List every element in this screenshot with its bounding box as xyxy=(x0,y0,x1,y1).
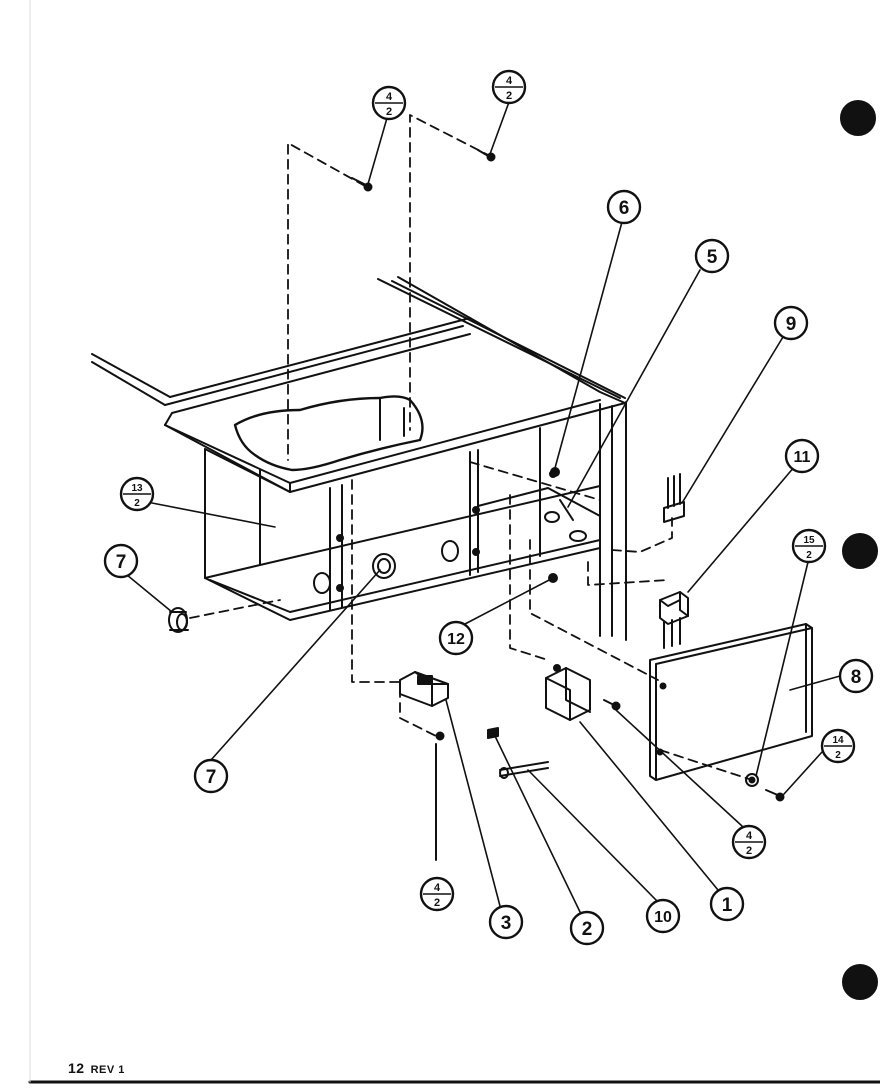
callout-numerator: 15 xyxy=(803,535,815,546)
callout-2: 2 xyxy=(569,910,605,946)
callout-3: 3 xyxy=(488,904,524,940)
callout-denominator: 2 xyxy=(134,498,140,509)
callout-11: 11 xyxy=(784,438,820,474)
rod-part-10 xyxy=(499,761,549,779)
callout-5: 5 xyxy=(694,238,730,274)
washer-part-15 xyxy=(745,773,759,787)
callout-numerator: 4 xyxy=(746,830,753,842)
callout-number: 1 xyxy=(722,895,733,916)
screw-top-right xyxy=(477,149,496,162)
cover-panel-part-8 xyxy=(649,623,813,781)
callout-12: 12 xyxy=(438,620,474,656)
callout-number: 3 xyxy=(501,913,512,934)
callout-8: 8 xyxy=(838,658,874,694)
callout-4-2-bottom: 4 2 xyxy=(419,876,455,912)
callout-numerator: 14 xyxy=(832,735,844,746)
callout-4-2-right: 4 2 xyxy=(731,824,767,860)
terminal-part-9 xyxy=(663,473,685,523)
thermostat-part-11 xyxy=(659,591,689,649)
callout-15-2: 15 2 xyxy=(791,528,827,564)
callout-4-2-top-left: 4 2 xyxy=(371,85,407,121)
callout-number: 10 xyxy=(654,909,672,926)
callout-numerator: 4 xyxy=(386,91,393,103)
callout-7-left: 7 xyxy=(103,543,139,579)
callout-number: 11 xyxy=(794,449,811,466)
callout-number: 12 xyxy=(447,631,465,648)
relay-part-1 xyxy=(545,664,621,721)
callout-denominator: 2 xyxy=(506,90,512,102)
assembly-lines xyxy=(189,114,753,781)
callout-numerator: 13 xyxy=(131,483,143,494)
callout-denominator: 2 xyxy=(746,845,752,857)
callout-4-2-top-right: 4 2 xyxy=(491,69,527,105)
callout-1: 1 xyxy=(709,886,745,922)
callout-denominator: 2 xyxy=(835,750,841,761)
rivet-left-2 xyxy=(336,584,344,592)
callout-number: 2 xyxy=(582,919,593,940)
rivet-mid-1 xyxy=(472,506,480,514)
rivet-mid-2 xyxy=(472,548,480,556)
callout-13-2: 13 2 xyxy=(119,476,155,512)
screw-top-left xyxy=(351,177,373,192)
callout-denominator: 2 xyxy=(806,550,812,561)
callout-number: 7 xyxy=(206,767,217,788)
callout-number: 7 xyxy=(116,552,127,573)
callout-7-lower: 7 xyxy=(193,758,229,794)
callout-numerator: 4 xyxy=(506,75,513,87)
page-footer: 12 REV 1 xyxy=(68,1060,125,1076)
binder-holes xyxy=(840,100,878,1000)
screw-part-14 xyxy=(765,789,785,802)
switch-part-3 xyxy=(399,671,449,861)
callout-number: 8 xyxy=(851,667,862,688)
callout-number: 9 xyxy=(786,314,797,335)
callout-denominator: 2 xyxy=(386,106,392,118)
callout-10: 10 xyxy=(645,898,681,934)
cabinet-rear-rails xyxy=(91,276,626,406)
clip-part-2 xyxy=(487,727,499,739)
callout-denominator: 2 xyxy=(434,897,440,909)
leader-lines xyxy=(126,101,841,915)
page-number: 12 xyxy=(68,1060,85,1076)
callout-6: 6 xyxy=(606,189,642,225)
callout-numerator: 4 xyxy=(434,882,441,894)
callout-number: 6 xyxy=(619,198,630,219)
revision-label: REV 1 xyxy=(90,1064,125,1076)
rivet-left-1 xyxy=(336,534,344,542)
callout-9: 9 xyxy=(773,305,809,341)
callout-number: 5 xyxy=(707,247,718,268)
screw-part-6 xyxy=(549,470,557,478)
callout-14-2: 14 2 xyxy=(820,728,856,764)
